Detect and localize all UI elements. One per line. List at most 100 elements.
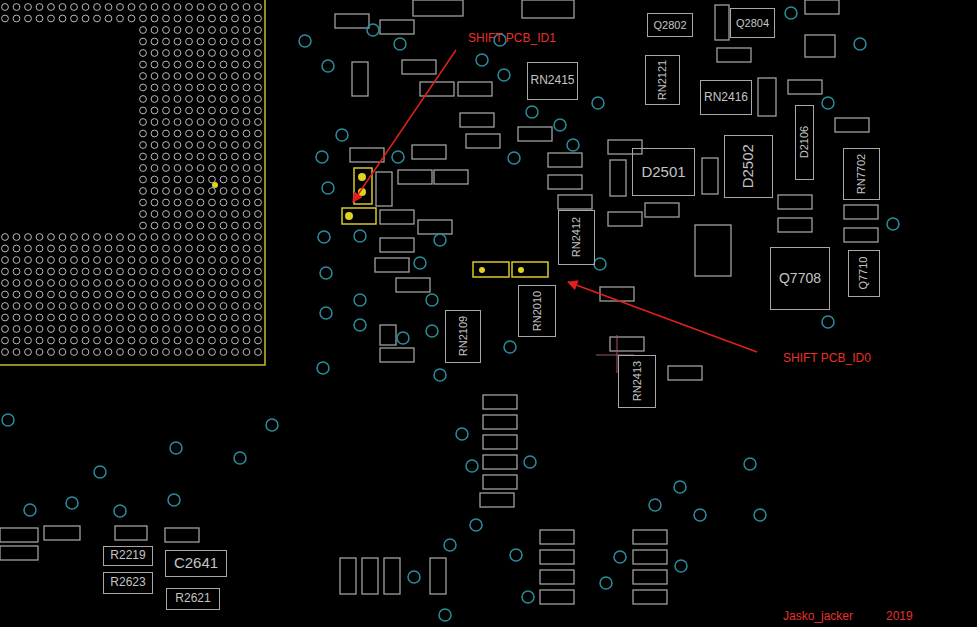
bga-ball <box>25 257 32 264</box>
bga-ball <box>232 349 239 356</box>
bga-ball <box>71 326 78 333</box>
bga-ball <box>25 268 32 275</box>
bga-ball <box>71 349 78 356</box>
bga-ball <box>243 291 250 298</box>
bga-ball <box>209 153 216 160</box>
bga-ball <box>174 303 181 310</box>
bga-ball <box>209 61 216 68</box>
smd-footprint <box>335 14 369 28</box>
component-outline: D2502 <box>724 135 773 198</box>
bga-ball <box>48 326 55 333</box>
bga-ball <box>232 234 239 241</box>
bga-ball <box>163 314 170 321</box>
bga-ball <box>163 4 170 11</box>
bga-ball <box>151 268 158 275</box>
via <box>322 60 334 72</box>
bga-ball <box>128 291 135 298</box>
bga-ball <box>220 176 227 183</box>
via <box>316 151 328 163</box>
bga-ball <box>140 84 147 91</box>
bga-ball <box>232 314 239 321</box>
bga-ball <box>174 50 181 57</box>
bga-ball <box>163 153 170 160</box>
bga-ball <box>140 211 147 218</box>
bga-ball <box>128 245 135 252</box>
part-name: RN2412 <box>570 217 582 257</box>
bga-outline <box>0 0 265 365</box>
bga-ball <box>117 349 124 356</box>
bga-ball <box>2 245 9 252</box>
bga-ball <box>197 337 204 344</box>
bga-ball <box>232 107 239 114</box>
bga-ball <box>2 349 9 356</box>
bga-ball <box>186 280 193 287</box>
bga-ball <box>13 4 20 11</box>
bga-ball <box>255 15 262 22</box>
bga-ball <box>151 84 158 91</box>
bga-ball <box>25 4 32 11</box>
smd-footprint <box>600 287 634 301</box>
bga-ball <box>209 96 216 103</box>
bga-ball <box>94 268 101 275</box>
bga-ball <box>255 280 262 287</box>
highlight-pad <box>473 262 509 277</box>
bga-ball <box>25 349 32 356</box>
via <box>408 571 420 583</box>
via <box>434 234 446 246</box>
bga-ball <box>140 280 147 287</box>
bga-ball <box>220 130 227 137</box>
via <box>354 294 366 306</box>
bga-ball <box>209 107 216 114</box>
smd-footprint <box>844 205 878 219</box>
bga-ball <box>186 165 193 172</box>
bga-ball <box>117 257 124 264</box>
bga-ball <box>255 245 262 252</box>
via <box>367 24 379 36</box>
bga-ball <box>255 349 262 356</box>
bga-ball <box>209 15 216 22</box>
bga-ball <box>36 314 43 321</box>
bga-ball <box>220 234 227 241</box>
component-outline: Q2804 <box>730 8 775 38</box>
smd-footprint <box>352 62 368 96</box>
bga-ball <box>209 38 216 45</box>
bga-ball <box>117 280 124 287</box>
bga-ball <box>82 4 89 11</box>
bga-ball <box>186 314 193 321</box>
bga-ball <box>36 280 43 287</box>
bga-ball <box>2 337 9 344</box>
watermark: Jasko_jacker <box>783 609 853 623</box>
bga-ball <box>232 222 239 229</box>
bga-ball <box>197 280 204 287</box>
bga-ball <box>140 15 147 22</box>
via <box>320 267 332 279</box>
bga-ball <box>163 38 170 45</box>
smd-footprint <box>0 546 38 560</box>
via <box>594 258 606 270</box>
smd-footprint <box>380 238 414 252</box>
component-outline: R2219 <box>103 546 153 566</box>
via <box>456 428 468 440</box>
part-name: RN2121 <box>656 60 668 100</box>
bga-ball <box>163 27 170 34</box>
bga-ball <box>151 153 158 160</box>
bga-ball <box>140 349 147 356</box>
bga-ball <box>186 130 193 137</box>
smd-footprint <box>402 60 436 74</box>
bga-ball <box>140 314 147 321</box>
bga-ball <box>163 337 170 344</box>
bga-ball <box>163 165 170 172</box>
bga-ball <box>243 84 250 91</box>
bga-ball <box>13 326 20 333</box>
bga-ball <box>71 268 78 275</box>
bga-ball <box>105 234 112 241</box>
smd-footprint <box>633 570 667 584</box>
bga-ball <box>209 211 216 218</box>
bga-ball <box>59 234 66 241</box>
bga-ball <box>59 15 66 22</box>
bga-ball <box>174 245 181 252</box>
bga-ball <box>151 314 158 321</box>
bga-ball <box>220 245 227 252</box>
bga-ball <box>13 337 20 344</box>
callout-arrows <box>353 50 757 352</box>
